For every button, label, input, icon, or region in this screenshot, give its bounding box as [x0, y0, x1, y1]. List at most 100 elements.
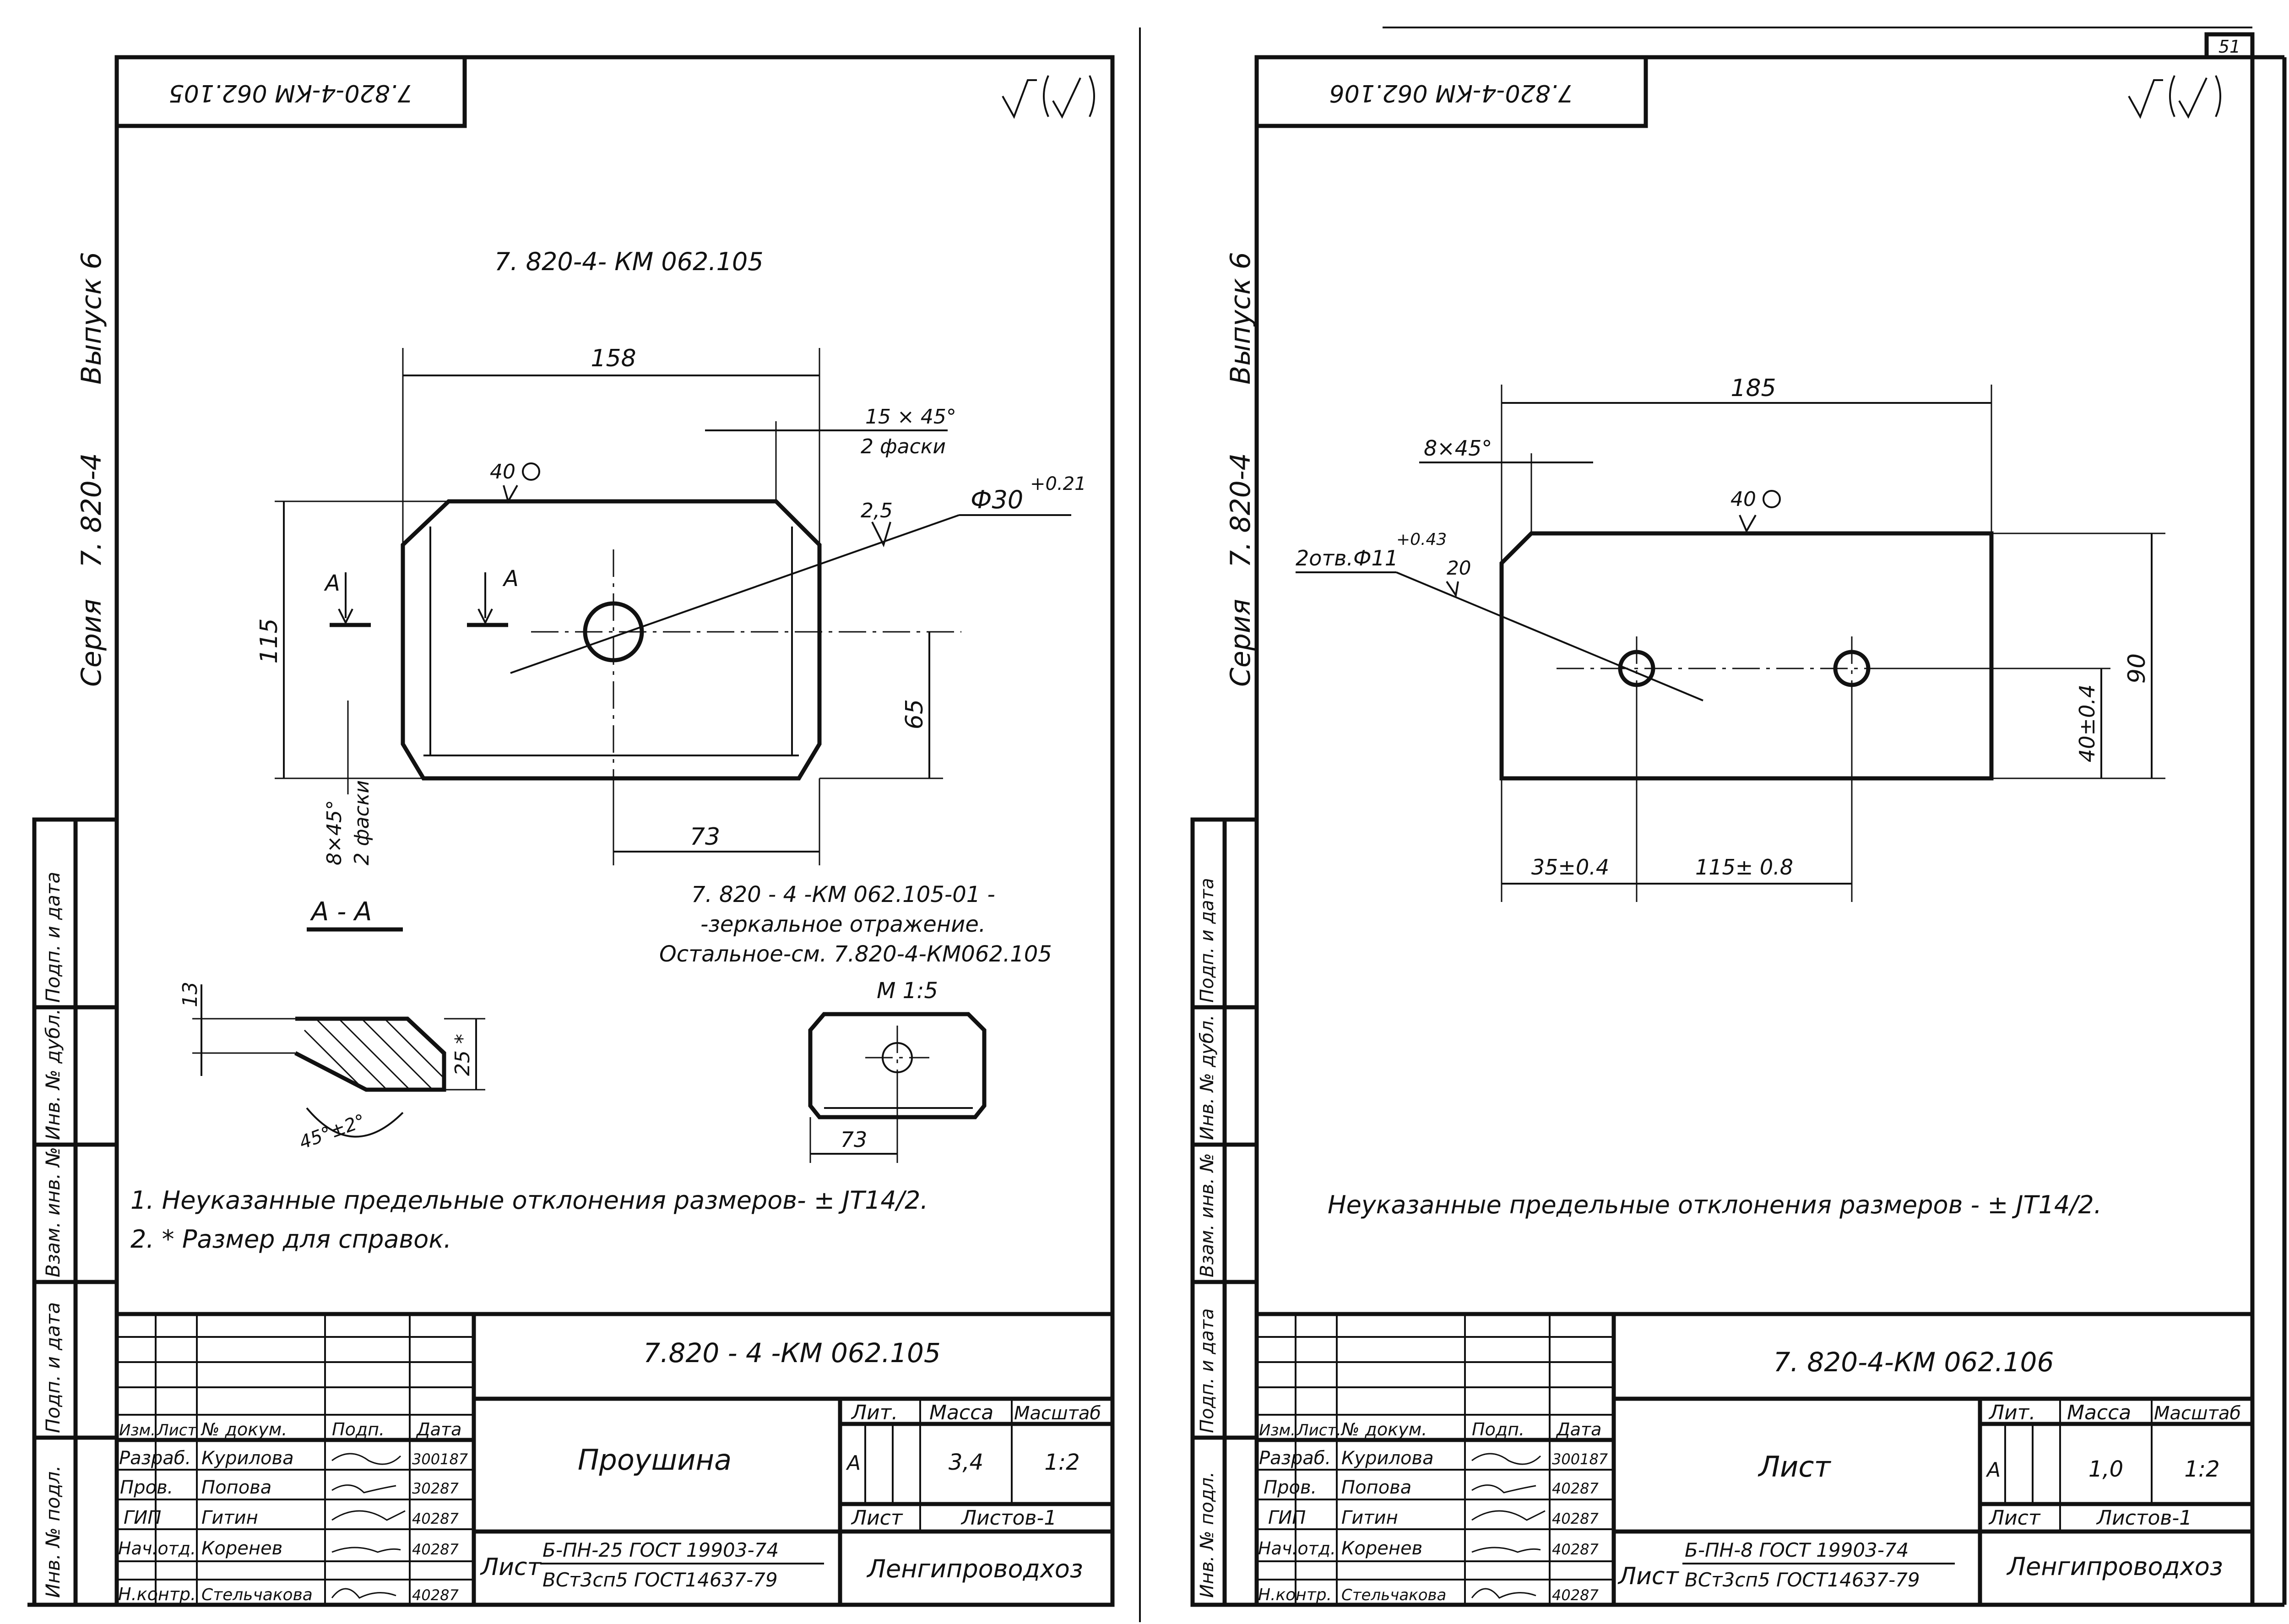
svg-text:2 фаски: 2 фаски: [861, 435, 946, 458]
right-sheet: 51 7.820-4-КМ 062.106 Серия 7. 820-4 Вып…: [1190, 27, 2287, 1607]
svg-text:7. 820-4: 7. 820-4: [1225, 453, 1257, 568]
svg-text:Подп. и дата: Подп. и дата: [42, 1302, 64, 1433]
svg-text:№ докум.: № докум.: [1340, 1419, 1427, 1439]
svg-text:Стельчакова: Стельчакова: [201, 1586, 313, 1604]
svg-text:Нач.отд.: Нач.отд.: [118, 1538, 196, 1559]
svg-text:Инв. № подл.: Инв. № подл.: [42, 1465, 64, 1598]
svg-text:40287: 40287: [1552, 1510, 1599, 1527]
svg-text:45°±2°: 45°±2°: [297, 1110, 369, 1153]
svg-text:Остальное-см. 7.820-4-КМ062.10: Остальное-см. 7.820-4-КМ062.105: [659, 941, 1052, 967]
left-variant-note: 7. 820 - 4 -КМ 062.105-01 - -зеркальное …: [659, 882, 1052, 967]
svg-text:1,0: 1,0: [2088, 1456, 2123, 1482]
left-top-stamp: 7.820-4-КМ 062.105: [169, 79, 413, 107]
svg-text:Стельчакова: Стельчакова: [1341, 1586, 1446, 1604]
svg-text:Пров.: Пров.: [1264, 1477, 1317, 1498]
svg-text:Масштаб: Масштаб: [2154, 1403, 2241, 1424]
svg-text:40287: 40287: [1552, 1586, 1599, 1604]
svg-text:Лист.: Лист.: [1296, 1421, 1341, 1439]
svg-text:А: А: [502, 566, 519, 592]
svg-text:2 фаски: 2 фаски: [350, 780, 374, 865]
left-dimensions: 158 115 65 73 15 × 45° 2 фаски 8×45° 2 ф…: [255, 345, 1086, 865]
svg-text:Листов-1: Листов-1: [960, 1506, 1057, 1530]
svg-text:73: 73: [841, 1127, 868, 1152]
svg-text:Курилова: Курилова: [1341, 1448, 1434, 1469]
svg-text:Лист: Лист: [1988, 1506, 2041, 1530]
svg-text:Попова: Попова: [201, 1477, 271, 1498]
svg-text:Лист: Лист: [480, 1553, 542, 1581]
svg-text:Лист: Лист: [156, 1421, 197, 1439]
svg-text:40287: 40287: [412, 1510, 459, 1527]
svg-text:Коренев: Коренев: [201, 1538, 282, 1559]
right-top-stamp-box: [1254, 55, 1648, 128]
right-dimensions: 185 90 40±0.4 35±0.4 115± 0.8 8×45° 2о: [1296, 375, 2165, 902]
svg-text:7. 820-4: 7. 820-4: [76, 453, 108, 568]
svg-text:115± 0.8: 115± 0.8: [1695, 855, 1793, 880]
svg-text:40±0.4: 40±0.4: [2075, 684, 2099, 762]
svg-text:Серия: Серия: [76, 599, 108, 687]
svg-text:ГИП: ГИП: [1268, 1507, 1306, 1528]
svg-text:35±0.4: 35±0.4: [1531, 855, 1609, 880]
svg-text:+0.43: +0.43: [1396, 530, 1447, 549]
svg-text:Инв. № подл.: Инв. № подл.: [1197, 1472, 1218, 1598]
svg-text:Разраб.: Разраб.: [1259, 1448, 1331, 1469]
svg-text:Б-ПН-25 ГОСТ 19903-74: Б-ПН-25 ГОСТ 19903-74: [542, 1539, 779, 1561]
svg-text:М 1:5: М 1:5: [877, 978, 938, 1004]
right-note: Неуказанные предельные отклонения размер…: [1328, 1190, 2102, 1219]
svg-text:Ленгипроводхоз: Ленгипроводхоз: [866, 1554, 1083, 1583]
right-roughness-mark: [2128, 75, 2221, 119]
right-sheet-frame: [1254, 55, 2255, 1607]
svg-text:Серия: Серия: [1225, 599, 1257, 687]
svg-text:Листов-1: Листов-1: [2096, 1506, 2192, 1530]
right-title-block: Изм. Лист. № докум. Подп. Дата Разраб. К…: [1254, 1312, 2255, 1607]
left-plate: [401, 499, 961, 861]
svg-text:73: 73: [690, 823, 720, 851]
svg-text:25 *: 25 *: [451, 1034, 474, 1076]
svg-text:-зеркальное отражение.: -зеркальное отражение.: [700, 912, 986, 937]
svg-text:3,4: 3,4: [949, 1450, 983, 1475]
svg-text:Инв. № дубл.: Инв. № дубл.: [42, 1009, 64, 1140]
svg-text:300187: 300187: [412, 1450, 468, 1468]
svg-text:Попова: Попова: [1341, 1477, 1411, 1498]
right-plate: [1499, 531, 1994, 781]
svg-text:Б-ПН-8 ГОСТ 19903-74: Б-ПН-8 ГОСТ 19903-74: [1685, 1539, 1909, 1561]
svg-text:ВСт3сп5 ГОСТ14637-79: ВСт3сп5 ГОСТ14637-79: [1685, 1569, 1920, 1591]
svg-text:2. * Размер для справок.: 2. * Размер для справок.: [130, 1225, 451, 1254]
page-number: 51: [2218, 37, 2240, 57]
svg-text:158: 158: [591, 345, 636, 372]
left-roughness-mark: [1002, 75, 1095, 119]
svg-text:Выпуск 6: Выпуск 6: [1225, 252, 1257, 385]
svg-text:Н.контр.: Н.контр.: [118, 1584, 196, 1604]
svg-text:40287: 40287: [1552, 1480, 1599, 1497]
svg-text:Инв. № дубл.: Инв. № дубл.: [1197, 1015, 1218, 1140]
svg-text:8×45°: 8×45°: [323, 800, 346, 865]
left-top-stamp-box: [114, 55, 467, 128]
svg-text:Нач.отд.: Нач.отд.: [1258, 1538, 1336, 1559]
svg-text:2отв.Ф11: 2отв.Ф11: [1296, 546, 1398, 570]
svg-text:Масштаб: Масштаб: [1014, 1403, 1101, 1424]
svg-text:Подп.: Подп.: [1472, 1419, 1524, 1439]
svg-text:А: А: [846, 1451, 861, 1475]
svg-text:+0.21: +0.21: [1030, 473, 1086, 494]
svg-text:А: А: [1985, 1458, 2001, 1482]
left-title-block: Изм. Лист № докум. Подп. Дата Разраб. Ку…: [114, 1312, 1115, 1607]
svg-text:Лист: Лист: [1617, 1563, 1679, 1590]
svg-text:А - А: А - А: [310, 897, 372, 927]
svg-text:1. Неуказанные предельные откл: 1. Неуказанные предельные отклонения раз…: [130, 1186, 928, 1215]
svg-text:Гитин: Гитин: [1341, 1507, 1398, 1528]
svg-text:40: 40: [490, 460, 515, 483]
left-notes: 1. Неуказанные предельные отклонения раз…: [130, 1186, 928, 1254]
svg-text:40: 40: [1730, 488, 1756, 511]
svg-text:Лит.: Лит.: [1988, 1401, 2035, 1424]
svg-text:Подп. и дата: Подп. и дата: [1197, 878, 1218, 1003]
svg-text:Коренев: Коренев: [1341, 1538, 1422, 1559]
svg-text:Изм.: Изм.: [1259, 1421, 1296, 1439]
svg-text:А: А: [324, 570, 340, 596]
svg-text:Масса: Масса: [929, 1401, 993, 1424]
svg-text:ВСт3сп5 ГОСТ14637-79: ВСт3сп5 ГОСТ14637-79: [542, 1569, 778, 1591]
left-sheet: 7.820-4-КМ 062.105 Серия 7. 820-4 Выпуск…: [27, 55, 1115, 1607]
svg-text:Лист: Лист: [1757, 1450, 1831, 1483]
svg-text:Дата: Дата: [416, 1419, 461, 1439]
svg-text:ГИП: ГИП: [124, 1507, 161, 1528]
svg-text:40287: 40287: [412, 1541, 459, 1558]
svg-text:Масса: Масса: [2067, 1401, 2131, 1424]
